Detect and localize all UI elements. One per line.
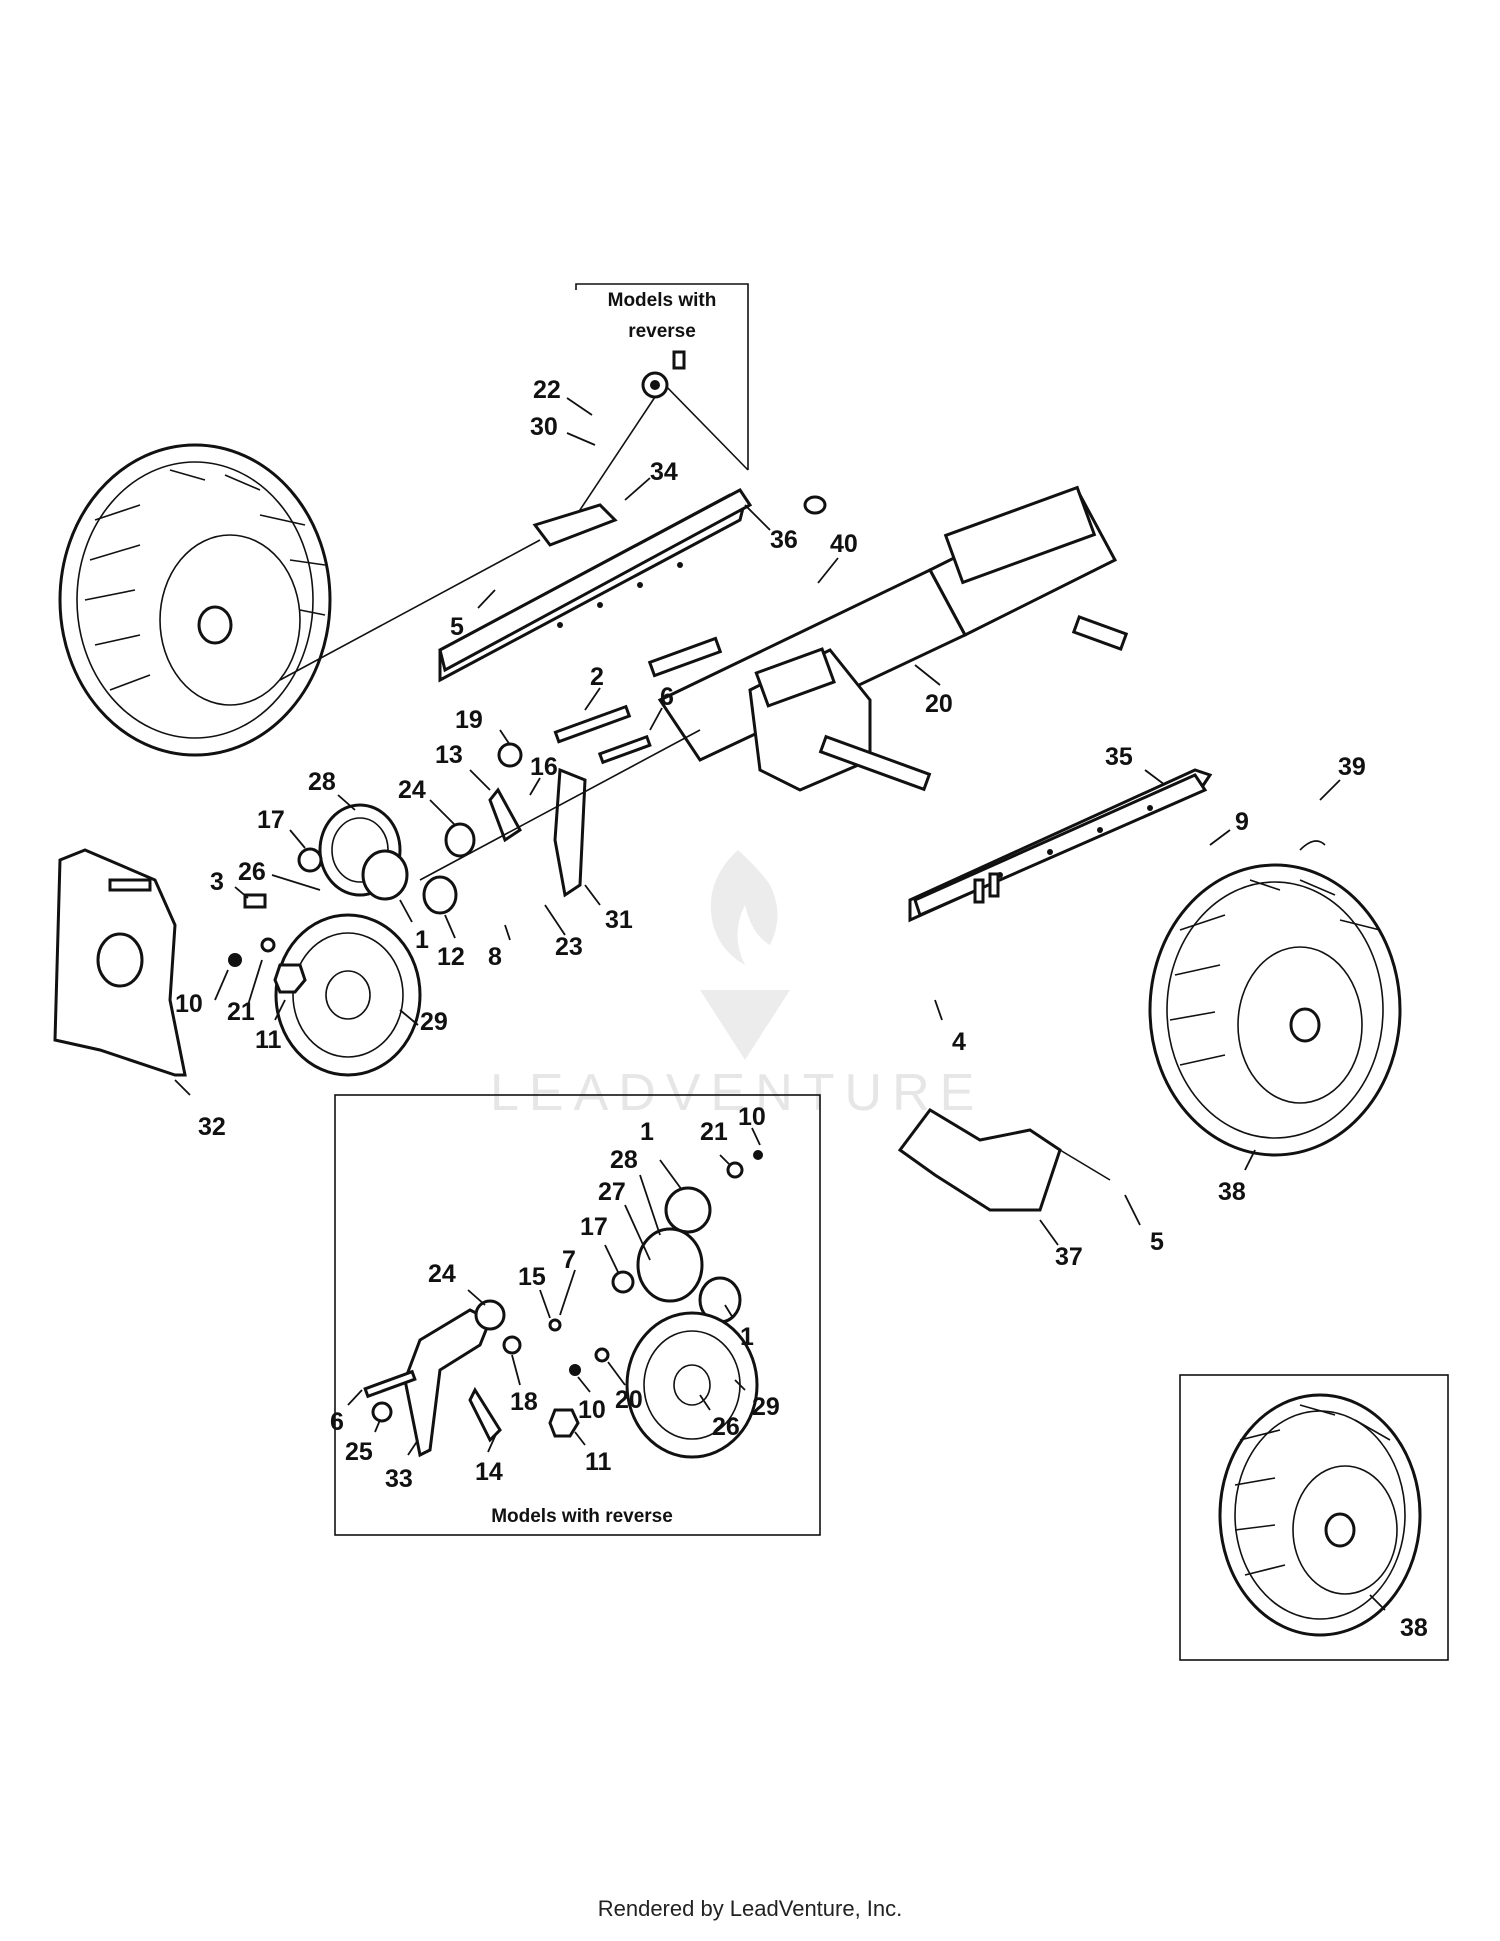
- watermark-text: LEADVENTURE: [490, 1064, 984, 1122]
- inset-callout-26: 26: [712, 1413, 740, 1441]
- callout-12: 12: [437, 943, 465, 971]
- spacer-24: [444, 822, 476, 858]
- callout-31: 31: [605, 906, 633, 934]
- inset-callout-10-top: 10: [738, 1103, 766, 1131]
- watermark: LEADVENTURE: [490, 850, 984, 1122]
- transmission: [647, 485, 1129, 792]
- inset-callout-25: 25: [345, 1438, 373, 1466]
- bolt-part: [672, 350, 686, 370]
- right-frame-rail: [908, 768, 1213, 923]
- inset-callout-24: 24: [428, 1260, 456, 1288]
- callout-20: 20: [925, 690, 953, 718]
- callout-5-bottom: 5: [1150, 1228, 1164, 1256]
- reverse-inset-top-title-line2: reverse: [628, 321, 696, 342]
- callout-37: 37: [1055, 1243, 1083, 1271]
- inset-callout-17: 17: [580, 1213, 608, 1241]
- inset-callout-33: 33: [385, 1465, 413, 1493]
- callouts-reverse-inset: 10 1 21 28 27 17 7 24 15 1 20 10 29 26 1…: [330, 1103, 780, 1493]
- callouts-wheel-inset: 38: [1369, 1594, 1428, 1642]
- callout-30: 30: [530, 413, 558, 441]
- callout-36: 36: [770, 526, 798, 554]
- callout-3: 3: [210, 868, 224, 896]
- inset-callout-7: 7: [562, 1246, 576, 1274]
- inset-callout-11: 11: [585, 1448, 612, 1476]
- inset-callout-20: 20: [615, 1386, 643, 1414]
- callout-32: 32: [198, 1113, 226, 1141]
- bolt-6: [597, 734, 652, 765]
- callouts-main: 22 30 34 36 40 5 2 19 6 20 13 16 28 24 3…: [174, 376, 1366, 1271]
- inset-callout-1-bottom: 1: [740, 1323, 754, 1351]
- callout-26: 26: [238, 858, 266, 886]
- shield: [897, 1108, 1111, 1212]
- callout-34: 34: [650, 458, 678, 486]
- callout-29: 29: [420, 1008, 448, 1036]
- callout-24: 24: [398, 776, 426, 804]
- bolt-3: [243, 893, 267, 909]
- inset-callout-1-top: 1: [640, 1118, 654, 1146]
- washer-17: [297, 847, 323, 873]
- callout-40: 40: [830, 530, 858, 558]
- callout-13: 13: [435, 741, 463, 769]
- inset-callout-29: 29: [752, 1393, 780, 1421]
- left-wheel: [58, 443, 541, 757]
- footer-credit: Rendered by LeadVenture, Inc.: [597, 1896, 903, 1921]
- callout-21: 21: [227, 998, 255, 1026]
- pulley-assembly: [228, 704, 701, 1077]
- reverse-bracket-part: [532, 503, 618, 547]
- idler-pulley-1: [361, 849, 409, 901]
- drive-pulley-29: [274, 913, 422, 1077]
- callout-1: 1: [415, 926, 429, 954]
- callout-6: 6: [660, 683, 674, 711]
- inset-callout-15: 15: [518, 1263, 546, 1291]
- callout-5-top: 5: [450, 613, 464, 641]
- inset-callout-18: 18: [510, 1388, 538, 1416]
- inset-callout-6: 6: [330, 1408, 344, 1436]
- inset-callout-21: 21: [700, 1118, 728, 1146]
- hitch-pin-part: [1299, 840, 1326, 851]
- inset-callout-28: 28: [610, 1146, 638, 1174]
- callout-11: 11: [255, 1026, 282, 1054]
- callout-38: 38: [1218, 1178, 1246, 1206]
- inset-callout-27: 27: [598, 1178, 626, 1206]
- reverse-inset-top: Models with reverse: [559, 283, 749, 541]
- callout-28: 28: [308, 768, 336, 796]
- reverse-inset-top-frame: [575, 283, 749, 470]
- callout-2: 2: [590, 663, 604, 691]
- callout-39: 39: [1338, 753, 1366, 781]
- callout-4: 4: [952, 1028, 966, 1056]
- reverse-inset-bottom-title: Models with reverse: [491, 1506, 673, 1527]
- left-frame-rail: [438, 488, 753, 683]
- cap-part: [803, 495, 827, 515]
- right-wheel: [1148, 840, 1402, 1157]
- callout-10: 10: [175, 990, 203, 1018]
- callout-8: 8: [488, 943, 502, 971]
- callout-23: 23: [555, 933, 583, 961]
- reverse-inset-bottom-frame: [334, 1094, 821, 1536]
- inset-callout-14: 14: [475, 1458, 503, 1486]
- wheel-inset: [1179, 1374, 1449, 1661]
- wheel-inset-callout-38: 38: [1400, 1614, 1428, 1642]
- callout-9: 9: [1235, 808, 1249, 836]
- reverse-inset-top-title-line1: Models with: [608, 290, 717, 311]
- callout-16: 16: [530, 753, 558, 781]
- nut-11: [273, 963, 307, 994]
- nut-10: [228, 953, 242, 967]
- idler-bracket-31: [553, 767, 587, 898]
- reverse-inset-bottom: Models with reverse: [334, 1094, 821, 1536]
- washer-19: [497, 742, 523, 768]
- callout-35: 35: [1105, 743, 1133, 771]
- spring-13: [488, 787, 522, 843]
- bolt-2: [553, 704, 632, 744]
- callout-22: 22: [533, 376, 561, 404]
- wheel-inset-frame: [1179, 1374, 1449, 1661]
- bearing-12: [422, 875, 458, 915]
- washer-21: [260, 937, 276, 953]
- belt-cover: [53, 848, 187, 1077]
- callout-19: 19: [455, 706, 483, 734]
- inset-callout-10-bottom: 10: [578, 1396, 606, 1424]
- callout-17: 17: [257, 806, 285, 834]
